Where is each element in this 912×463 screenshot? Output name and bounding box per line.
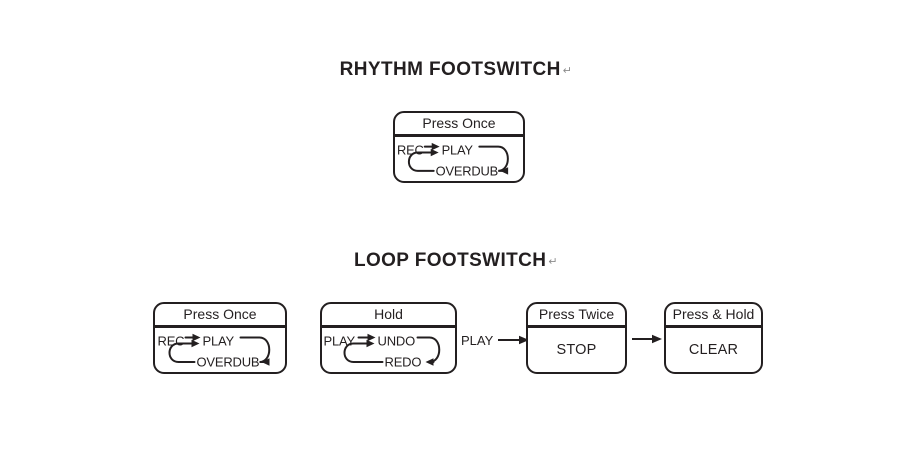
undo-to-redo-arrow-icon	[416, 336, 441, 366]
loop-hold-body: PLAY UNDO REDO	[322, 329, 455, 372]
loop-press-and-hold-box: Press & Hold CLEAR	[664, 302, 763, 374]
loop-press-twice-box: Press Twice STOP	[526, 302, 627, 374]
rec-to-play-arrow-icon	[184, 333, 201, 342]
redo-to-undo-arrow-icon	[343, 339, 384, 363]
overdub-to-play-arrow-icon	[407, 148, 439, 172]
stop-to-clear-connector	[630, 331, 663, 352]
rec-play-overdub-cycle-diagram: REC PLAY OVERDUB	[397, 142, 509, 178]
box-header: Press Once	[395, 113, 523, 137]
return-mark-icon: ↵	[548, 256, 559, 268]
return-mark-icon: ↵	[562, 65, 573, 77]
state-label-play: PLAY	[203, 334, 235, 349]
loop-footswitch-title: LOOP FOOTSWITCH↵	[0, 249, 912, 274]
right-arrow-icon	[498, 335, 530, 345]
state-label-play: PLAY	[324, 334, 356, 349]
state-label-overdub: OVERDUB	[197, 355, 260, 370]
action-label-clear: CLEAR	[688, 341, 739, 358]
rhythm-cycle-body: REC PLAY OVERDUB	[395, 138, 523, 181]
play-to-overdub-arrow-icon	[478, 145, 509, 175]
overdub-to-play-arrow-icon	[168, 339, 200, 363]
right-arrow-icon	[632, 334, 662, 344]
play-to-undo-arrow-icon	[357, 333, 376, 342]
rhythm-footswitch-title-text: RHYTHM FOOTSWITCH	[339, 59, 561, 80]
state-label-undo: UNDO	[378, 334, 416, 349]
play-to-overdub-arrow-icon	[239, 336, 271, 366]
box-header: Hold	[322, 304, 455, 328]
play-connector: PLAY	[461, 332, 530, 348]
loop-press-once-body: REC PLAY OVERDUB	[155, 329, 285, 372]
state-label-play: PLAY	[442, 143, 474, 158]
box-header: Press Twice	[528, 304, 625, 328]
state-label-overdub: OVERDUB	[436, 163, 498, 178]
state-label-redo: REDO	[385, 355, 422, 370]
loop-press-once-box: Press Once REC PLAY OVERDUB	[153, 302, 287, 374]
play-undo-redo-cycle-diagram: PLAY UNDO REDO	[324, 333, 441, 370]
action-label-stop: STOP	[556, 341, 597, 358]
rec-to-play-arrow-icon	[423, 142, 440, 151]
box-header: Press Once	[155, 304, 285, 328]
loop-footswitch-title-text: LOOP FOOTSWITCH	[353, 250, 547, 271]
box-header: Press & Hold	[666, 304, 761, 328]
state-label-rec: REC	[397, 143, 424, 158]
loop-hold-box: Hold PLAY UNDO REDO	[320, 302, 457, 374]
connector-label-play: PLAY	[461, 332, 494, 348]
state-label-rec: REC	[158, 334, 185, 349]
rhythm-footswitch-title: RHYTHM FOOTSWITCH↵	[0, 58, 912, 83]
rec-play-overdub-cycle-diagram: REC PLAY OVERDUB	[158, 333, 271, 370]
rhythm-press-once-box: Press Once REC PLAY OVERDUB	[393, 111, 525, 183]
